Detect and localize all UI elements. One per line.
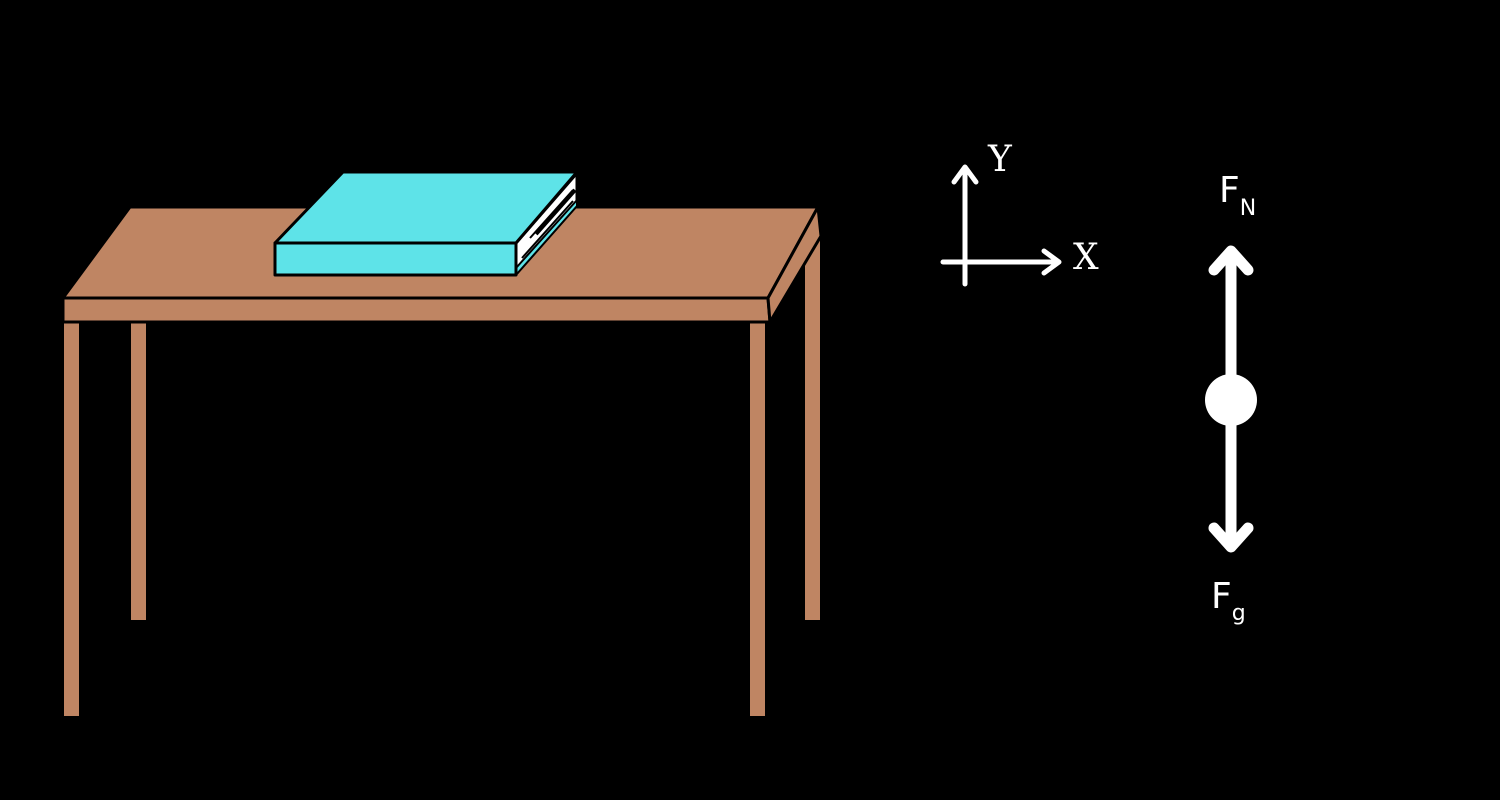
gravity-force-symbol: F	[1211, 576, 1232, 617]
normal-force-arrowhead-icon	[1208, 245, 1254, 276]
table-leg-back-right	[805, 240, 820, 620]
y-axis-label: Y	[987, 139, 1013, 180]
normal-force-symbol: F	[1219, 170, 1240, 211]
x-axis-arrowhead-icon	[1041, 248, 1062, 276]
y-axis-arrowhead-icon	[951, 164, 979, 185]
object-point	[1205, 374, 1257, 426]
book	[273, 170, 579, 277]
x-axis-label: X	[1073, 237, 1099, 278]
force-diagram: FN Fg	[1205, 170, 1257, 626]
table-leg-front-right	[750, 318, 765, 716]
table-leg-front-left	[64, 318, 79, 716]
normal-force-label: FN	[1219, 170, 1256, 221]
table-side-edge	[766, 205, 823, 324]
table	[61, 205, 823, 716]
table-leg-back-left	[131, 318, 146, 620]
gravity-force-label: Fg	[1211, 576, 1246, 626]
normal-force-subscript: N	[1240, 196, 1256, 221]
book-spine	[273, 241, 518, 277]
coordinate-axes: Y X	[940, 139, 1099, 287]
gravity-force-subscript: g	[1232, 601, 1246, 626]
gravity-force-arrowhead-icon	[1208, 522, 1254, 553]
table-front-edge	[61, 296, 772, 324]
